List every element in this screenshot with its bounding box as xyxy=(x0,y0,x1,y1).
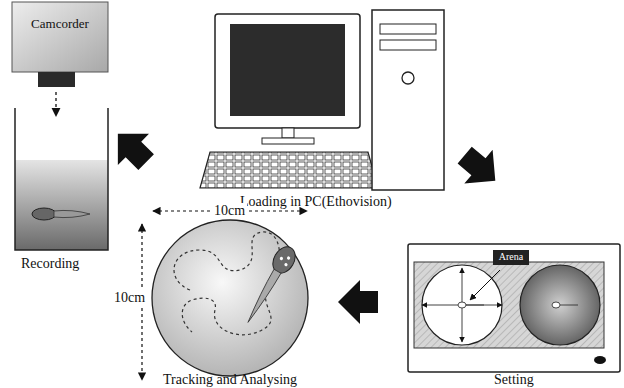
stage-caption: Loading in PC(Ethovision) xyxy=(240,194,392,210)
camcorder-label-box: Camcorder xyxy=(14,12,106,36)
view-arrow xyxy=(55,92,56,116)
dimension-label: 10cm xyxy=(212,203,247,219)
stage-caption: Setting xyxy=(494,372,534,388)
arena-leader xyxy=(470,270,500,300)
dimension-label: 10cm xyxy=(112,290,147,306)
node-text: Arena xyxy=(493,251,529,263)
stage-caption: Recording xyxy=(21,256,79,272)
stage-caption: Tracking and Analysing xyxy=(163,372,297,388)
node-text: Camcorder xyxy=(14,16,106,31)
callout-box: Arena xyxy=(493,250,529,265)
